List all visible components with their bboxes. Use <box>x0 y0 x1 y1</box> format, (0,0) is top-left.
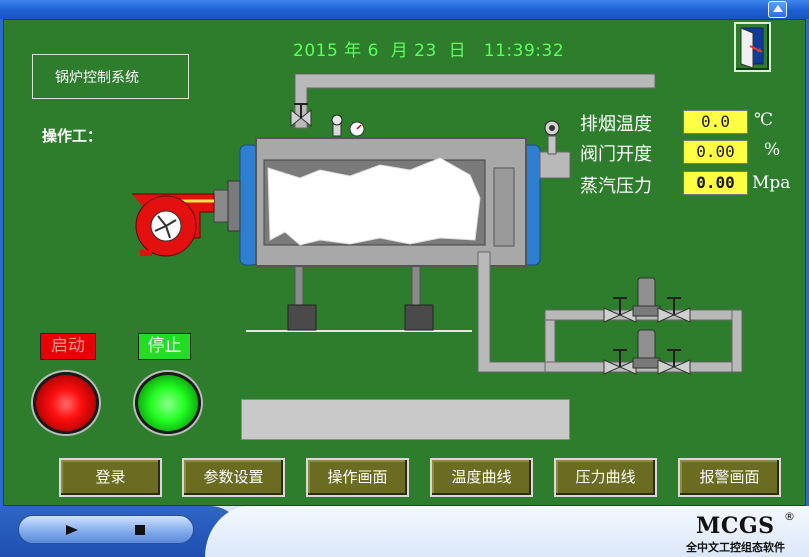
clock-time: 11:39:32 <box>483 41 565 61</box>
temp-curve-button[interactable]: 温度曲线 <box>430 458 533 497</box>
system-title: 锅炉控制系统 <box>55 69 139 86</box>
boiler-foot-right <box>404 304 434 331</box>
mcgs-logo: MCGS <box>696 513 775 539</box>
valve-open-label: 阀门开度 <box>580 144 652 165</box>
boiler-fluid <box>267 157 481 246</box>
operator-label: 操作工： <box>42 127 103 145</box>
boiler-foot-left <box>287 304 317 331</box>
start-button[interactable]: 启动 <box>40 333 96 360</box>
boiler-tube-box <box>493 167 515 247</box>
date-year-unit: 年 <box>344 41 362 61</box>
outlet-pipe <box>539 151 571 179</box>
temperature-sensor-icon <box>544 120 560 136</box>
system-title-box: 锅炉控制系统 <box>32 54 189 99</box>
exit-button[interactable] <box>734 22 771 72</box>
stop-indicator-lamp[interactable] <box>135 372 201 434</box>
smoke-temp-unit: ℃ <box>754 110 774 130</box>
message-bar <box>241 399 570 440</box>
pump-upper-icon <box>603 277 691 323</box>
feed-pipe <box>477 251 549 373</box>
date-month: 6 <box>367 41 379 61</box>
smoke-temp-value: 0.0 <box>683 110 748 134</box>
window-control-icon[interactable] <box>768 1 787 18</box>
date-day: 23 <box>414 41 437 61</box>
steam-pipe-top <box>294 73 656 129</box>
stop-button[interactable]: 停止 <box>138 333 191 360</box>
date-year: 2015 <box>293 41 339 61</box>
steam-pressure-unit: Mpa <box>752 173 791 193</box>
top-valve-icon <box>290 103 312 128</box>
pressure-curve-button[interactable]: 压力曲线 <box>554 458 657 497</box>
registered-mark: ® <box>784 510 795 523</box>
datetime-display: 2015 年 6 月 23 日 11:39:32 <box>293 36 564 61</box>
boiler-leg-left <box>294 265 304 307</box>
alarm-screen-button[interactable]: 报警画面 <box>678 458 781 497</box>
play-button[interactable] <box>36 520 108 540</box>
pressure-gauge-icon <box>331 114 365 137</box>
pump-lower-icon <box>603 329 691 375</box>
valve-open-unit: % <box>764 140 781 160</box>
smoke-temp-label: 排烟温度 <box>580 114 652 135</box>
start-indicator-lamp[interactable] <box>33 372 99 434</box>
boiler-leg-right <box>411 265 421 307</box>
steam-pressure-label: 蒸汽压力 <box>580 176 652 197</box>
window-title-bar <box>0 0 809 19</box>
steam-pressure-value: 0.00 <box>683 171 748 195</box>
exit-door-icon <box>740 27 764 69</box>
stop-icon <box>135 525 145 535</box>
date-month-unit: 月 <box>390 41 409 61</box>
params-button[interactable]: 参数设置 <box>182 458 285 497</box>
stop-playback-button[interactable] <box>110 520 170 540</box>
blower-fan-icon <box>132 193 215 257</box>
operation-screen-button[interactable]: 操作画面 <box>306 458 409 497</box>
valve-open-value: 0.00 <box>683 140 748 164</box>
mcgs-subtitle: 全中文工控组态软件 <box>686 541 785 554</box>
date-day-unit: 日 <box>448 41 467 61</box>
playback-control <box>18 515 194 544</box>
login-button[interactable]: 登录 <box>59 458 162 497</box>
play-icon <box>66 525 78 535</box>
